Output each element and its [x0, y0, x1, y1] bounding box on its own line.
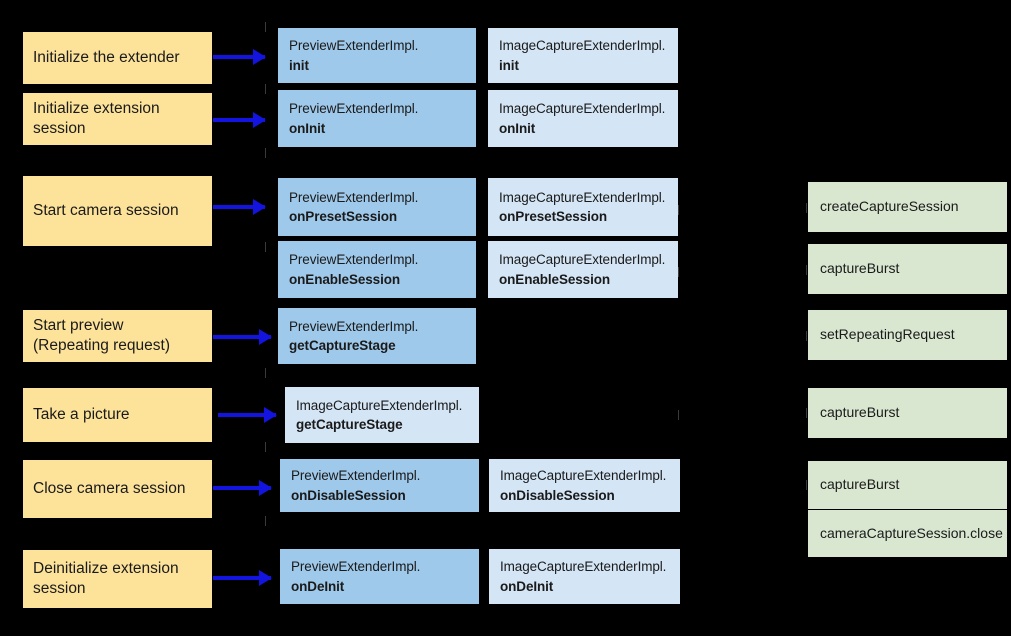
- guide-tick: [806, 265, 807, 275]
- preview-api-box-onenablesession[interactable]: PreviewExtenderImpl. onEnableSession: [278, 241, 476, 298]
- preview-api-method: onEnableSession: [289, 271, 401, 287]
- camera2-call-label: setRepeatingRequest: [820, 326, 955, 343]
- preview-api-box-getcapturestage[interactable]: PreviewExtenderImpl. getCaptureStage: [278, 308, 476, 364]
- imagecapture-api-class: ImageCaptureExtenderImpl.: [499, 101, 666, 117]
- imagecapture-api-box-onpresetsession[interactable]: ImageCaptureExtenderImpl. onPresetSessio…: [488, 178, 678, 236]
- imagecapture-api-method: getCaptureStage: [296, 417, 403, 432]
- camera2-call-box-createcapturesession[interactable]: createCaptureSession: [808, 182, 1007, 232]
- preview-api-method: getCaptureStage: [289, 338, 396, 353]
- guide-tick: [265, 22, 266, 32]
- stage-label-line: Initialize the extender: [33, 49, 180, 67]
- imagecapture-api-box-oninit[interactable]: ImageCaptureExtenderImpl. onInit: [488, 90, 678, 147]
- preview-api-method: init: [289, 57, 309, 73]
- imagecapture-api-box-ondeinit[interactable]: ImageCaptureExtenderImpl. onDeInit: [489, 549, 680, 604]
- preview-api-box-ondeinit[interactable]: PreviewExtenderImpl. onDeInit: [280, 549, 479, 604]
- preview-api-class: PreviewExtenderImpl.: [289, 252, 419, 268]
- flow-arrow-initialize-the-extender: [213, 55, 265, 59]
- preview-api-class: PreviewExtenderImpl.: [289, 318, 419, 334]
- stage-label-line: Start preview: [33, 317, 124, 335]
- stage-box-close-camera-session[interactable]: Close camera session: [23, 460, 212, 518]
- preview-api-method: onDeInit: [291, 578, 345, 594]
- stage-label-line: session: [33, 580, 86, 597]
- stage-box-initialize-extension-session[interactable]: Initialize extension session: [23, 93, 212, 145]
- guide-tick: [265, 242, 266, 252]
- preview-api-method: onPresetSession: [289, 209, 398, 224]
- imagecapture-api-class: ImageCaptureExtenderImpl.: [500, 468, 667, 484]
- preview-api-method: onInit: [289, 120, 326, 136]
- stage-label-line: Close camera session: [33, 480, 186, 498]
- imagecapture-api-class: ImageCaptureExtenderImpl.: [500, 559, 667, 575]
- stage-box-start-camera-session[interactable]: Start camera session: [23, 176, 212, 246]
- imagecapture-api-box-init[interactable]: ImageCaptureExtenderImpl. init: [488, 28, 678, 83]
- guide-tick: [265, 442, 266, 452]
- stage-box-initialize-the-extender[interactable]: Initialize the extender: [23, 32, 212, 84]
- guide-tick: [265, 368, 266, 378]
- preview-api-class: PreviewExtenderImpl.: [289, 38, 419, 54]
- imagecapture-api-method: init: [499, 57, 519, 73]
- flow-arrow-initialize-extension-session: [213, 118, 265, 122]
- guide-tick: [806, 408, 807, 418]
- guide-tick: [806, 480, 807, 490]
- camera2-call-box-captureburst-enable[interactable]: captureBurst: [808, 244, 1007, 294]
- camera2-call-label: cameraCaptureSession.close: [820, 524, 1003, 541]
- imagecapture-api-method: onDeInit: [500, 578, 554, 594]
- preview-api-class: PreviewExtenderImpl.: [289, 101, 419, 117]
- imagecapture-api-class: ImageCaptureExtenderImpl.: [499, 189, 666, 205]
- imagecapture-api-box-onenablesession[interactable]: ImageCaptureExtenderImpl. onEnableSessio…: [488, 241, 678, 298]
- camera2-call-label: captureBurst: [820, 404, 900, 421]
- camera2-call-box-captureburst-picture[interactable]: captureBurst: [808, 388, 1007, 438]
- flow-arrow-start-preview: [213, 335, 271, 339]
- flow-arrow-start-camera-session: [213, 205, 265, 209]
- imagecapture-api-class: ImageCaptureExtenderImpl.: [499, 252, 666, 268]
- imagecapture-api-box-ondisablesession[interactable]: ImageCaptureExtenderImpl. onDisableSessi…: [489, 459, 680, 512]
- stage-box-take-a-picture[interactable]: Take a picture: [23, 388, 212, 442]
- flow-arrow-deinitialize-extension-session: [213, 576, 271, 580]
- guide-tick: [806, 203, 807, 213]
- preview-api-class: PreviewExtenderImpl.: [291, 559, 421, 575]
- stage-label-line: Deinitialize extension: [33, 560, 179, 578]
- camera2-call-label: createCaptureSession: [820, 198, 959, 215]
- guide-tick: [678, 410, 679, 420]
- camera2-call-label: captureBurst: [820, 260, 900, 277]
- imagecapture-api-method: onEnableSession: [499, 271, 611, 287]
- guide-tick: [806, 331, 807, 341]
- guide-tick: [678, 267, 679, 277]
- imagecapture-api-class: ImageCaptureExtenderImpl.: [296, 397, 463, 413]
- imagecapture-api-method: onDisableSession: [500, 487, 615, 503]
- camera2-call-label: captureBurst: [820, 476, 900, 493]
- preview-api-box-oninit[interactable]: PreviewExtenderImpl. onInit: [278, 90, 476, 147]
- flow-arrow-take-a-picture: [218, 413, 276, 417]
- preview-api-box-init[interactable]: PreviewExtenderImpl. init: [278, 28, 476, 83]
- stage-label-line: Start camera session: [33, 202, 179, 220]
- guide-tick: [265, 516, 266, 526]
- stage-label-line: Initialize extension: [33, 100, 160, 118]
- camera2-call-box-cameracapturesession-close[interactable]: cameraCaptureSession.close: [808, 510, 1007, 557]
- guide-tick: [265, 84, 266, 94]
- guide-tick: [678, 205, 679, 215]
- preview-api-class: PreviewExtenderImpl.: [291, 468, 421, 484]
- preview-api-class: PreviewExtenderImpl.: [289, 189, 419, 205]
- preview-api-method: onDisableSession: [291, 487, 406, 503]
- flow-arrow-close-camera-session: [213, 486, 271, 490]
- camera2-call-box-setrepeatingrequest[interactable]: setRepeatingRequest: [808, 310, 1007, 360]
- preview-api-box-ondisablesession[interactable]: PreviewExtenderImpl. onDisableSession: [280, 459, 479, 512]
- stage-label-line: (Repeating request): [33, 337, 170, 354]
- stage-label-line: session: [33, 120, 86, 137]
- stage-label-line: Take a picture: [33, 406, 130, 424]
- preview-api-box-onpresetsession[interactable]: PreviewExtenderImpl. onPresetSession: [278, 178, 476, 236]
- guide-tick: [265, 148, 266, 158]
- stage-box-deinitialize-extension-session[interactable]: Deinitialize extension session: [23, 550, 212, 608]
- imagecapture-api-method: onPresetSession: [499, 209, 608, 224]
- imagecapture-api-box-getcapturestage[interactable]: ImageCaptureExtenderImpl. getCaptureStag…: [285, 387, 479, 443]
- imagecapture-api-method: onInit: [499, 120, 536, 136]
- stage-box-start-preview[interactable]: Start preview (Repeating request): [23, 310, 212, 362]
- imagecapture-api-class: ImageCaptureExtenderImpl.: [499, 38, 666, 54]
- camera2-call-box-captureburst-close[interactable]: captureBurst: [808, 461, 1007, 509]
